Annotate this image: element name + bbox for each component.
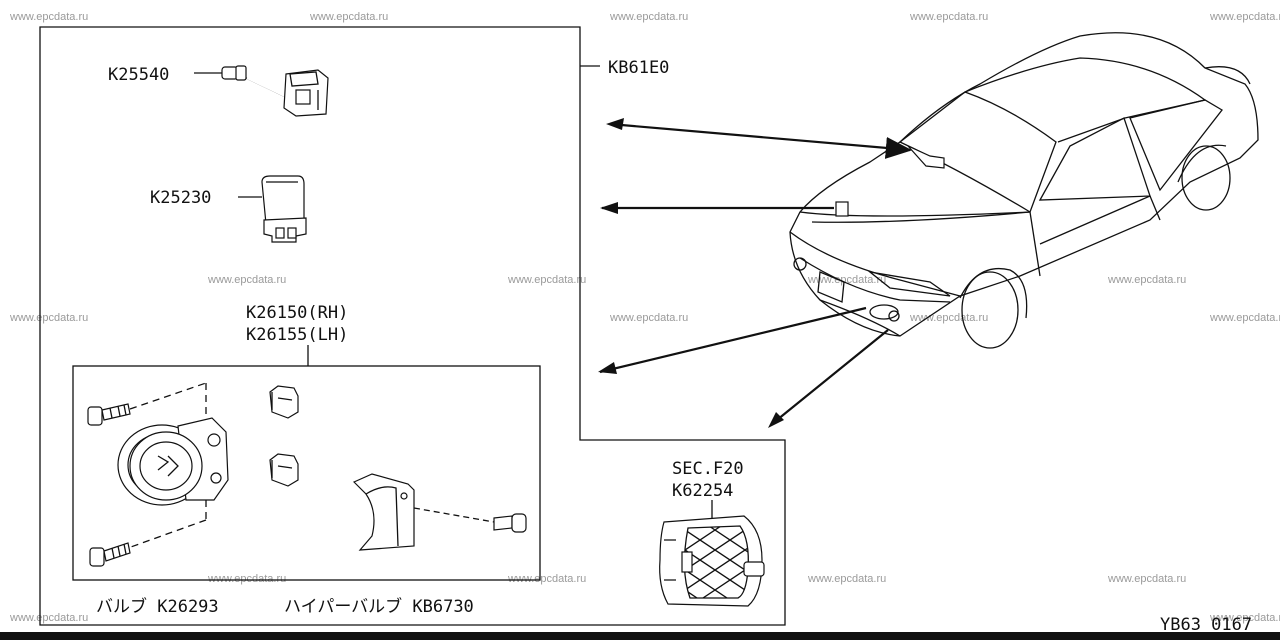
arrowhead	[606, 118, 624, 130]
switch-harness-icon[interactable]	[221, 65, 329, 117]
watermark: www.epcdata.ru	[807, 274, 886, 286]
relay-icon[interactable]	[261, 175, 307, 243]
label-kb61e0[interactable]: KB61E0	[608, 58, 669, 78]
harness-location-icon	[907, 145, 945, 169]
watermark: www.epcdata.ru	[207, 274, 286, 286]
arrowhead	[768, 412, 784, 428]
arrow-harness	[609, 122, 913, 159]
fog-lamp-box	[72, 365, 541, 581]
arrowhead	[598, 362, 617, 374]
label-sec-f20[interactable]: SEC.F20	[672, 459, 744, 479]
watermark: www.epcdata.ru	[207, 573, 286, 585]
watermark: www.epcdata.ru	[507, 274, 586, 286]
callout-arrows	[598, 118, 913, 428]
watermark: www.epcdata.ru	[1209, 11, 1280, 23]
arrow-fog-lamp	[599, 306, 867, 374]
clip-icon[interactable]	[269, 453, 299, 487]
watermark: www.epcdata.ru	[807, 573, 886, 585]
relay-location-icon	[835, 201, 849, 217]
diagram-id: YB63 0167	[1160, 615, 1252, 635]
watermark: www.epcdata.ru	[309, 11, 388, 23]
label-k25540[interactable]: K25540	[108, 65, 169, 85]
watermark: www.epcdata.ru	[909, 11, 988, 23]
car-icon	[789, 32, 1259, 349]
label-k26150[interactable]: K26150(RH)	[246, 303, 348, 323]
watermark: www.epcdata.ru	[9, 612, 88, 624]
arrowhead	[600, 202, 618, 214]
bumper-grille-icon[interactable]	[659, 480, 765, 640]
label-hi-bulb[interactable]: ハイパーバルブ KB6730	[284, 596, 474, 617]
watermark-layer: www.epcdata.ru www.epcdata.ru www.epcdat…	[9, 11, 1280, 624]
watermark: www.epcdata.ru	[609, 312, 688, 324]
watermark: www.epcdata.ru	[9, 312, 88, 324]
watermark: www.epcdata.ru	[507, 573, 586, 585]
arrow-grille	[771, 329, 889, 425]
lamp-cover-icon[interactable]	[352, 473, 527, 551]
watermark: www.epcdata.ru	[609, 11, 688, 23]
bolt-icon	[89, 542, 131, 567]
label-bulb[interactable]: バルブ K26293	[96, 596, 219, 617]
watermark: www.epcdata.ru	[1107, 573, 1186, 585]
watermark: www.epcdata.ru	[1107, 274, 1186, 286]
main-frame	[39, 26, 786, 626]
label-k25230[interactable]: K25230	[150, 188, 211, 208]
screw-icon	[493, 513, 527, 533]
watermark: www.epcdata.ru	[9, 11, 88, 23]
watermark: www.epcdata.ru	[1209, 612, 1280, 624]
watermark: www.epcdata.ru	[909, 312, 988, 324]
watermark: www.epcdata.ru	[1209, 312, 1280, 324]
clip-icon[interactable]	[269, 385, 299, 419]
label-k26155[interactable]: K26155(LH)	[246, 325, 348, 345]
bolt-icon	[87, 403, 131, 426]
label-k62254[interactable]: K62254	[672, 481, 733, 501]
bottom-bar	[0, 632, 1280, 640]
fog-lamp-icon[interactable]	[87, 382, 229, 567]
